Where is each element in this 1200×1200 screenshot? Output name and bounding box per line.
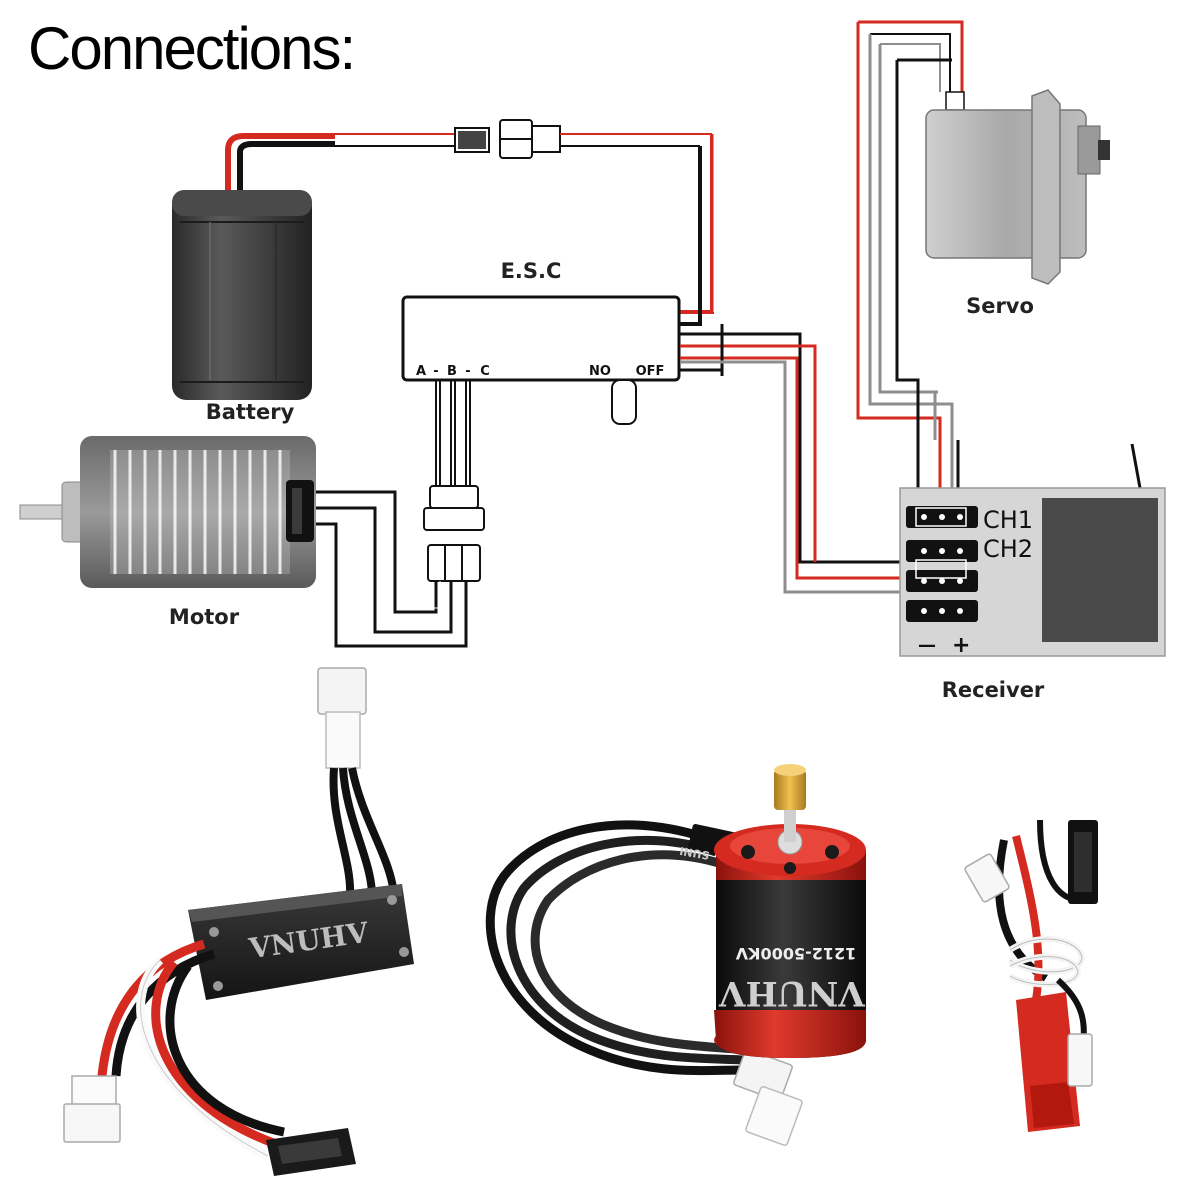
svg-text:-: -: [465, 364, 470, 379]
receiver-label-plate: [1042, 498, 1158, 642]
receiver-ch2-label: CH2: [983, 535, 1033, 563]
motor-body: [80, 436, 316, 588]
esc-switch-off: OFF: [636, 364, 665, 379]
svg-text:-: -: [433, 364, 438, 379]
esc-motor-leads: [423, 380, 485, 582]
servo-label: Servo: [966, 294, 1034, 318]
motor-product-photo: SUNI 1212-5000KV VNUHV: [485, 764, 866, 1146]
motor-product-pinion: [774, 770, 806, 810]
esc-power-switch: [611, 379, 637, 425]
esc-terminal-b: B: [447, 364, 457, 379]
motor-product-can: [716, 850, 866, 1058]
motor-product-brand: VNUHV: [719, 973, 866, 1013]
receiver-channel-3: [906, 570, 978, 592]
esc: E.S.C A - B - C NO OFF: [401, 259, 681, 425]
receiver-minus-label: —: [918, 635, 936, 656]
battery-body: [172, 190, 312, 400]
battery-connector: [454, 119, 712, 159]
motor-product-tag: SUNI: [679, 844, 711, 862]
esc-body: [401, 295, 681, 382]
esc-switch-no: NO: [589, 364, 611, 379]
receiver-channel-4: [906, 600, 978, 622]
esc-terminal-a: A: [416, 364, 426, 379]
battery-black-lead: [237, 141, 335, 190]
esc-product-photo: VNUHV: [63, 667, 414, 1176]
switch-harness-photo: [964, 819, 1098, 1132]
servo: Servo: [858, 20, 1110, 318]
receiver-channel-1: [906, 506, 978, 528]
battery-label: Battery: [206, 400, 295, 424]
motor-label: Motor: [169, 605, 240, 629]
receiver-channel-2: [906, 540, 978, 562]
battery: Battery: [172, 133, 455, 424]
motor-product-model: 1212-5000KV: [735, 944, 856, 963]
page-title: Connections:: [28, 15, 356, 82]
battery-red-lead: [225, 133, 335, 190]
receiver: CH1 CH2 — + Receiver: [899, 443, 1166, 702]
receiver-ch1-label: CH1: [983, 506, 1033, 534]
receiver-label: Receiver: [942, 678, 1045, 702]
esc-terminal-c: C: [480, 364, 490, 379]
motor: Motor: [19, 436, 316, 629]
receiver-antenna: [1130, 443, 1142, 489]
receiver-plus-label: +: [952, 633, 970, 658]
servo-body: [925, 109, 1087, 259]
esc-label: E.S.C: [501, 259, 562, 283]
